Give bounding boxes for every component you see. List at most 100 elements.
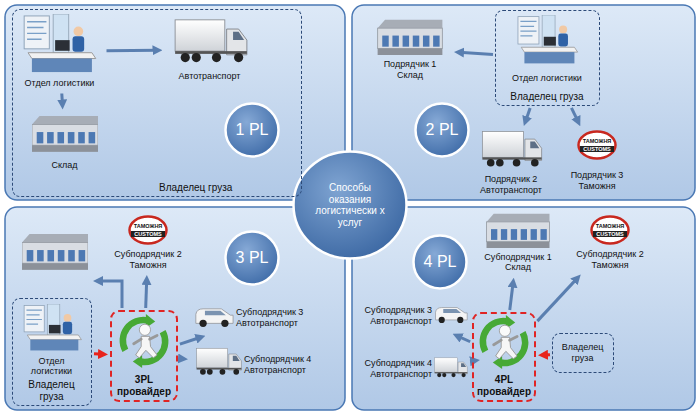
node-label: Склад: [28, 160, 102, 170]
node-label: Субподрядчик 1 Склад: [480, 252, 556, 273]
text-group: Владелец груза: [16, 379, 87, 402]
flow-arrow: [94, 352, 103, 355]
node-label: Субподрядчик 4 Автотранспорт: [244, 354, 328, 375]
owner-group: Отдел логистикиВладелец груза: [12, 298, 92, 406]
text-group: Подрядчик 2 Автотранспорт: [476, 174, 546, 195]
text-group: ТАМОЖНЯCUSTOMS: [577, 130, 617, 160]
provider-box: 3PL провайдер: [110, 310, 178, 402]
sign-text: CUSTOMS: [580, 146, 613, 153]
flow-arrow: [510, 283, 513, 310]
flow-arrow: [180, 357, 183, 360]
circle-fill: [416, 104, 469, 157]
customs-node: ТАМОЖНЯCUSTOMS Субподрядчик 2 Таможня: [108, 213, 188, 273]
text-group: Субподрядчик 4 Автотранспорт: [358, 358, 432, 379]
circle-fill: [294, 152, 407, 259]
node-label: Субподрядчик 3 Автотранспорт: [236, 307, 326, 328]
customs-sign: [579, 132, 616, 159]
text-group: ТАМОЖНЯCUSTOMS: [590, 215, 630, 245]
hub-ellipse: Способы оказания логистически х услуг: [292, 150, 408, 260]
sign-text: ТАМОЖНЯ: [596, 223, 625, 230]
truck-node: Подрядчик 2 Автотранспорт: [472, 128, 550, 198]
text-group: Отдел логистики: [508, 73, 587, 83]
warehouse-icon: [378, 20, 443, 55]
flow-arrow: [571, 108, 578, 122]
truck-icon: [197, 348, 242, 374]
node-label: Субподрядчик 2 Таможня: [110, 249, 186, 270]
panel: [5, 207, 345, 410]
node-label: Отдел логистики: [508, 73, 587, 83]
node-label: Субподрядчик 4 Автотранспорт: [358, 358, 432, 379]
circle-fill: [226, 104, 279, 157]
warehouse-icon: [487, 214, 550, 248]
panel: [5, 5, 345, 200]
customs-sign: [130, 217, 167, 244]
level-circle: 4 PL: [412, 234, 468, 290]
warehouse-node: Субподрядчик 1 Склад: [478, 210, 558, 276]
warehouse-node: Подрядчик 1 Склад: [368, 15, 452, 83]
node-label: Подрядчик 1 Склад: [379, 59, 441, 80]
text-group: 4PL провайдер: [477, 374, 531, 397]
node-label: 3 PL: [226, 249, 278, 267]
truck-node: Субподрядчик 4 Автотранспорт: [356, 346, 468, 391]
text-group: Субподрядчик 3 Автотранспорт: [358, 305, 432, 326]
provider-icon: [123, 314, 165, 368]
sign-text: ТАМОЖНЯ: [134, 223, 163, 230]
node-label: Подрядчик 3 Таможня: [562, 170, 632, 191]
text-group: 2 PL: [416, 121, 468, 139]
node-label: Автотранспорт: [168, 71, 252, 81]
flow-arrow: [180, 337, 201, 344]
van-node: Субподрядчик 3 Автотранспорт: [356, 298, 468, 333]
text-group: Склад: [28, 160, 102, 170]
flow-arrow: [537, 278, 577, 321]
provider-box: 4PL провайдер: [472, 312, 536, 402]
truck-icon: [175, 20, 247, 62]
node-label: Владелец груза: [159, 182, 269, 194]
text-group: Субподрядчик 2 Таможня: [110, 249, 186, 270]
warehouse-node: Склад: [25, 112, 105, 174]
node-label: Субподрядчик 2 Таможня: [572, 249, 648, 270]
text-group: Субподрядчик 2 Таможня: [572, 249, 648, 270]
flow-arrow: [543, 353, 550, 356]
customs-node: ТАМОЖНЯCUSTOMS Субподрядчик 2 Таможня: [570, 213, 650, 273]
node-label: Владелец груза: [555, 342, 611, 363]
text-group: Субподрядчик 4 Автотранспорт: [244, 354, 328, 375]
panel: [352, 207, 695, 410]
office-icon: [518, 15, 578, 63]
warehouse-icon: [22, 234, 88, 270]
node-label: Отдел логистики: [19, 356, 85, 377]
node-label: 3PL провайдер: [115, 374, 173, 397]
level-circle: 3 PL: [224, 230, 280, 286]
node-label: Владелец груза: [16, 379, 87, 402]
text-group: Автотранспорт: [168, 71, 252, 81]
warehouse-icon: [32, 116, 98, 152]
level-circle: 2 PL: [414, 102, 470, 158]
logistics-office: Отдел логистики: [505, 13, 590, 87]
node-label: Отдел логистики: [18, 78, 102, 88]
van-icon: [436, 308, 468, 323]
flow-arrow: [457, 336, 470, 342]
truck-node: Субподрядчик 4 Автотранспорт: [190, 342, 330, 387]
node-label: Субподрядчик 3 Автотранспорт: [358, 305, 432, 326]
logistics-office: Отдел логистики: [16, 302, 88, 380]
customs-sign: [592, 217, 629, 244]
flow-arrow: [98, 281, 122, 308]
node-label: 2 PL: [416, 121, 468, 139]
sign-text: ТАМОЖНЯ: [583, 138, 612, 145]
text-group: Подрядчик 1 Склад: [379, 59, 441, 80]
text-group: Отдел логистики: [19, 356, 85, 377]
text-group: 3 PL: [226, 249, 278, 267]
text-group: Субподрядчик 1 Склад: [480, 252, 556, 273]
office-icon: [24, 14, 96, 72]
flow-arrow: [459, 52, 493, 54]
flow-arrow: [144, 280, 148, 308]
owner-group: Отдел логистики АвтотранспортСкладВладеле…: [12, 9, 302, 197]
office-icon: [24, 304, 81, 350]
owner-box: Владелец груза: [552, 333, 614, 373]
circle-fill: [226, 232, 279, 285]
flow-arrow: [525, 108, 530, 121]
text-group: Способы оказания логистически х услуг: [308, 182, 392, 228]
sign-text: CUSTOMS: [131, 231, 164, 238]
node-label: 1 PL: [226, 121, 278, 139]
